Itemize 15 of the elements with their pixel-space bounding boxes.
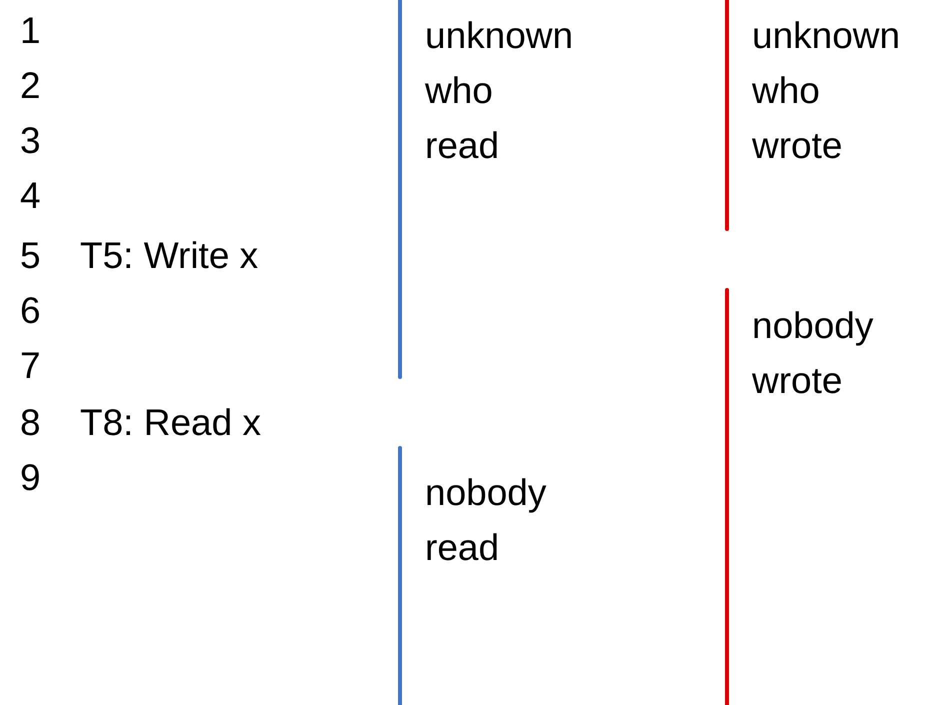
event-label: T8: Read x bbox=[80, 401, 261, 445]
interval-label: unknown who wrote bbox=[752, 14, 900, 168]
row-number: 2 bbox=[20, 64, 41, 108]
row-number: 9 bbox=[20, 456, 41, 500]
interval-label: unknown who read bbox=[425, 14, 574, 168]
event-label: T5: Write x bbox=[80, 234, 258, 278]
row-number: 5 bbox=[20, 234, 41, 278]
row-number: 7 bbox=[20, 344, 41, 388]
interval-label: nobody wrote bbox=[752, 304, 874, 403]
row-number: 8 bbox=[20, 401, 41, 445]
row-number: 3 bbox=[20, 119, 41, 163]
row-number: 4 bbox=[20, 174, 41, 218]
interval-label: nobody read bbox=[425, 471, 546, 570]
row-number: 6 bbox=[20, 289, 41, 333]
row-number: 1 bbox=[20, 9, 41, 53]
